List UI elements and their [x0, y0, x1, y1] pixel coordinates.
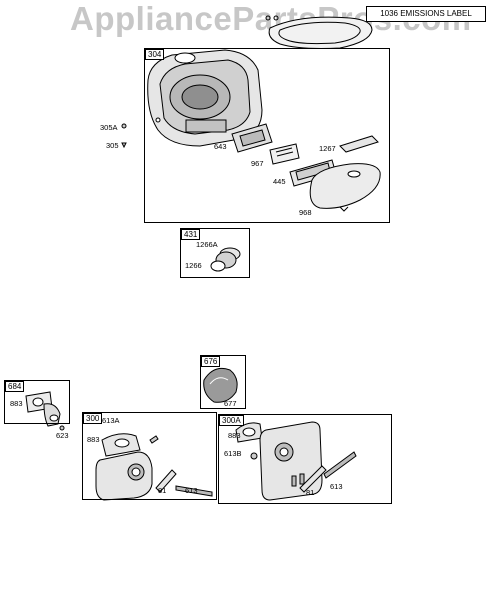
group-tag-300: 300 [83, 413, 103, 424]
part-label-967: 967 [251, 159, 264, 168]
top-gasket-drawing [265, 15, 373, 49]
part-label-81-300a: 81 [306, 488, 315, 497]
label-967-drawing [269, 143, 300, 165]
part-label-81-300: 81 [158, 486, 167, 495]
cover-1267-drawing [339, 135, 379, 153]
part-label-623: 623 [56, 431, 69, 440]
guard-676-drawing [203, 367, 238, 403]
part-label-1267: 1267 [319, 144, 336, 153]
blower-housing-drawing [147, 49, 263, 147]
group-box-431: 431 [180, 228, 250, 278]
group-box-300a: 300A [218, 414, 392, 504]
part-label-1266a: 1266A [196, 240, 218, 249]
emissions-label: 1036 EMISSIONS LABEL [366, 6, 486, 22]
group-tag-684: 684 [5, 381, 25, 392]
group-tag-300a: 300A [219, 415, 244, 426]
part-label-883-300: 883 [87, 435, 100, 444]
part-label-643: 643 [214, 142, 227, 151]
group-box-684: 684 [4, 380, 70, 424]
part-label-883-300a: 883 [228, 431, 241, 440]
panel-643-drawing [231, 123, 273, 153]
group-box-304: 304 [144, 48, 390, 223]
gasket-431-drawing [210, 247, 241, 272]
part-label-613-300a: 613 [330, 482, 343, 491]
cover-968-drawing [309, 163, 381, 212]
group-tag-304: 304 [145, 49, 165, 60]
group-box-676: 676 [200, 355, 246, 409]
part-label-613a: 613A [102, 416, 120, 425]
part-label-968: 968 [299, 208, 312, 217]
part-label-883-684: 883 [10, 399, 23, 408]
elbow-684-drawing [25, 391, 65, 431]
part-label-677: 677 [224, 399, 237, 408]
group-tag-431: 431 [181, 229, 201, 240]
muffler-300a-drawing [235, 421, 357, 501]
part-label-613-300: 613 [185, 486, 198, 495]
part-label-305: 305 [106, 141, 119, 150]
part-label-1266: 1266 [185, 261, 202, 270]
screw-drawings [121, 123, 127, 149]
part-label-445: 445 [273, 177, 286, 186]
group-tag-676: 676 [201, 356, 221, 367]
muffler-300-drawing [95, 433, 213, 501]
part-label-613b: 613B [224, 449, 242, 458]
group-box-300: 300 [82, 412, 217, 500]
part-label-305a: 305A [100, 123, 118, 132]
